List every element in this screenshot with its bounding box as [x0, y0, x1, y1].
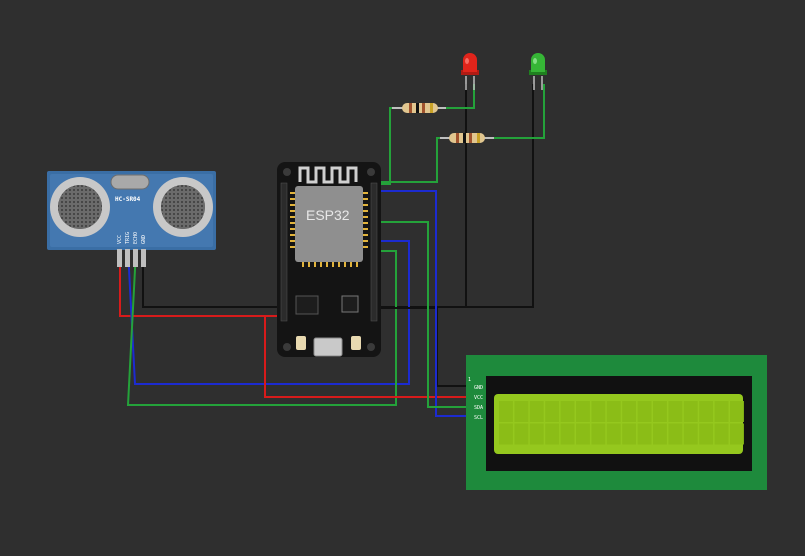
resistor-1[interactable] [392, 103, 446, 113]
lcd-char-cell [606, 423, 621, 445]
mount-hole [367, 343, 375, 351]
wire-lcd-scl[interactable] [376, 190, 468, 417]
lcd-char-cell [668, 401, 683, 422]
lcd-char-cell [514, 423, 529, 445]
usb-uart-chip [341, 295, 359, 313]
lcd-char-cell [591, 423, 606, 445]
lcd-char-cell [576, 401, 590, 422]
module-pads [290, 192, 368, 267]
esp32-module [295, 186, 363, 262]
lcd-char-cell [637, 401, 652, 422]
lcd-char-cell [683, 401, 698, 422]
ultrasonic-sensor[interactable]: HC-SR04 VCC TRIG ECHO GND [47, 171, 216, 267]
wire-lcd-vcc[interactable] [264, 315, 468, 398]
lcd-pin-index: 1 [468, 377, 471, 383]
lcd-char-cell [730, 423, 744, 445]
esp32-right-pins [370, 182, 378, 322]
sensor-transducer-right [153, 177, 213, 237]
wire-red-led-anode[interactable] [444, 84, 475, 109]
lcd-pin-sda: SDA [474, 405, 483, 411]
lcd-char-cell [576, 423, 590, 445]
mount-hole [283, 343, 291, 351]
lcd-char-cell [499, 401, 513, 422]
lcd-char-cell [683, 423, 698, 445]
sensor-pin-gnd: GND [141, 235, 147, 244]
lcd-char-cell [529, 401, 544, 422]
lcd-char-cell [653, 423, 667, 445]
sensor-pin-trig: TRIG [125, 232, 131, 244]
green-led[interactable] [529, 53, 547, 90]
lcd-char-cell [622, 401, 637, 422]
mount-hole [283, 168, 291, 176]
lcd-char-cell [499, 423, 513, 445]
lcd-char-grid [499, 401, 744, 445]
wire-sensor-trig[interactable] [127, 240, 410, 385]
esp32-board[interactable]: ESP32 [277, 162, 381, 357]
lcd-pin-scl: SCL [474, 415, 483, 421]
lcd-char-cell [714, 423, 729, 445]
lcd-char-cell [730, 401, 744, 422]
sensor-pin-echo: ECHO [133, 232, 139, 244]
lcd-char-cell [545, 401, 560, 422]
boot-button[interactable] [351, 336, 361, 350]
sensor-transducer-left [50, 177, 110, 237]
lcd-char-cell [714, 401, 729, 422]
esp32-label: ESP32 [306, 207, 350, 223]
lcd-pin-gnd: GND [474, 385, 483, 391]
lcd-char-cell [591, 401, 606, 422]
wire-sensor-vcc[interactable] [119, 250, 285, 317]
sensor-label: HC-SR04 [115, 196, 141, 203]
lcd-char-cell [560, 401, 575, 422]
sensor-crystal [110, 174, 150, 190]
red-led[interactable] [461, 53, 479, 90]
lcd-char-cell [606, 401, 621, 422]
esp32-left-pins [280, 182, 288, 322]
wire-lcd-sda[interactable] [376, 221, 468, 408]
sensor-pin-vcc: VCC [117, 235, 123, 244]
lcd-char-cell [699, 401, 714, 422]
voltage-regulator [295, 295, 319, 315]
usb-port [313, 337, 343, 357]
resistor-2[interactable] [440, 133, 494, 143]
sensor-header-pins [117, 249, 146, 267]
lcd-char-cell [545, 423, 560, 445]
wire-lcd-gnd[interactable] [376, 307, 468, 387]
en-button[interactable] [296, 336, 306, 350]
lcd-pin-vcc: VCC [474, 395, 483, 401]
wire-green-led-anode[interactable] [492, 84, 545, 139]
mount-hole [367, 168, 375, 176]
lcd-char-cell [653, 401, 667, 422]
lcd-char-cell [668, 423, 683, 445]
wire-resistor2[interactable] [376, 137, 445, 183]
lcd-char-cell [560, 423, 575, 445]
antenna-trace [298, 166, 358, 184]
lcd-char-cell [699, 423, 714, 445]
lcd-pins: GND VCC SDA SCL [474, 385, 483, 421]
lcd-char-cell [622, 423, 637, 445]
lcd-char-cell [514, 401, 529, 422]
lcd-display[interactable]: 1 GND VCC SDA SCL [466, 355, 767, 490]
wires [119, 84, 545, 417]
lcd-char-cell [637, 423, 652, 445]
lcd-char-cell [529, 423, 544, 445]
wire-sensor-echo[interactable] [126, 249, 397, 406]
